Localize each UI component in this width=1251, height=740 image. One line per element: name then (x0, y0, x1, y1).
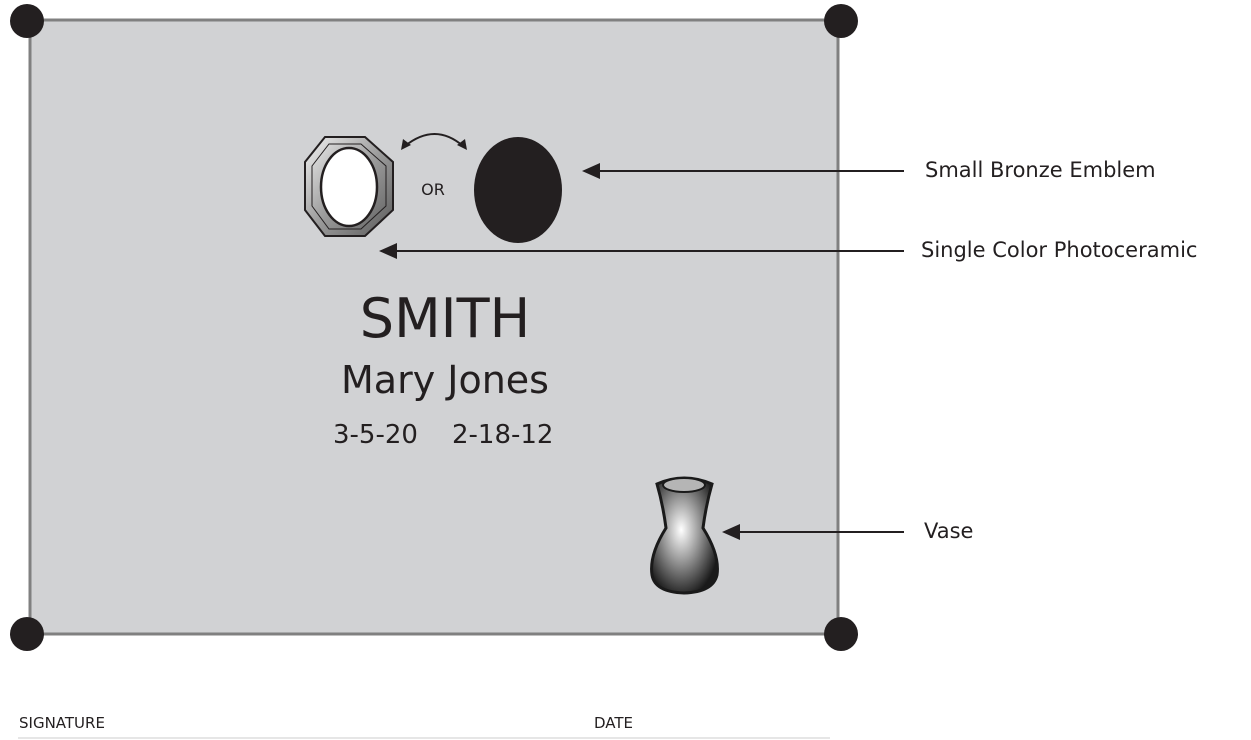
callout-arrow-vase (722, 524, 904, 540)
corner-bolt-icon (10, 617, 44, 651)
callout-label-photoceramic: Single Color Photoceramic (921, 238, 1198, 262)
vase-icon (650, 476, 719, 595)
callout-label-emblem: Small Bronze Emblem (925, 158, 1156, 182)
birth-date-text: 3-5-20 (333, 420, 418, 450)
curved-double-arrow-icon (401, 133, 467, 150)
corner-bolt-icon (824, 617, 858, 651)
corner-bolt-icon (824, 4, 858, 38)
oval-emblem-icon (474, 137, 562, 243)
date-label: DATE (594, 714, 634, 732)
or-label: OR (421, 180, 445, 199)
surname-text: SMITH (359, 287, 531, 350)
given-names-text: Mary Jones (341, 358, 549, 402)
signature-label: SIGNATURE (19, 714, 105, 732)
octagon-photo-frame-icon (304, 136, 394, 237)
callout-label-vase: Vase (924, 519, 974, 543)
callout-arrow-photoceramic (379, 243, 904, 259)
death-date-text: 2-18-12 (452, 420, 554, 450)
callout-arrow-emblem (582, 163, 904, 179)
corner-bolt-icon (10, 4, 44, 38)
